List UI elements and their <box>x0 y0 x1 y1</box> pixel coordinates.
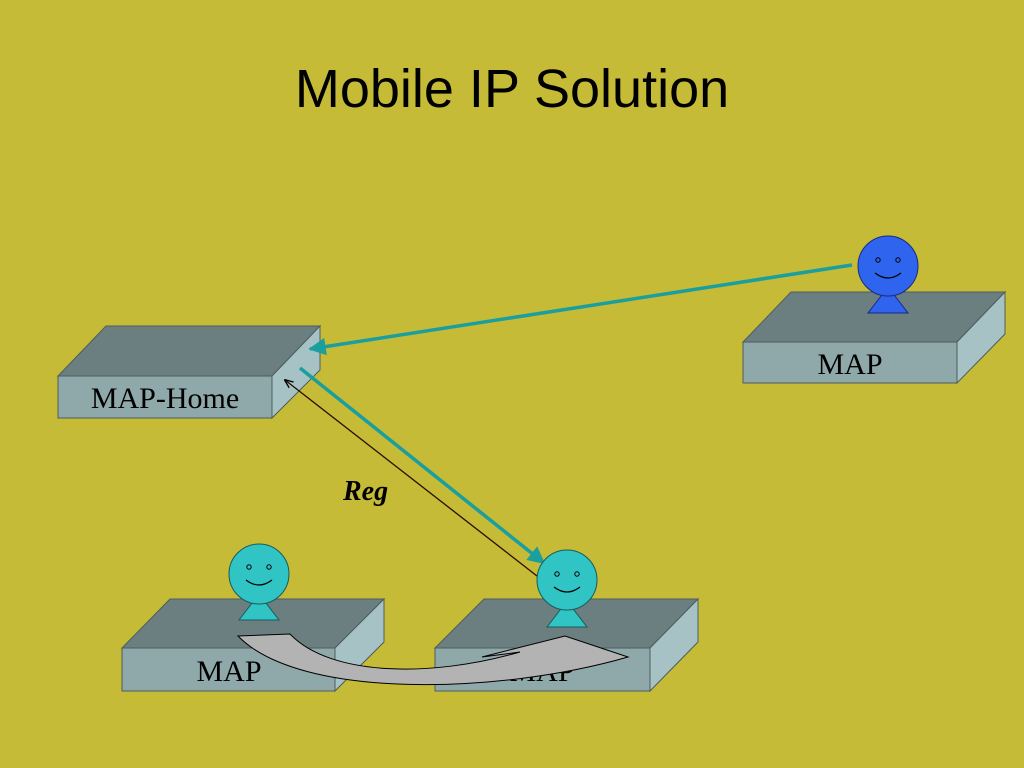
teal-arrow-remote-to-home <box>308 263 853 356</box>
map-bottom-left-label: MAP <box>196 655 261 688</box>
bottom-left-user-body <box>237 593 281 621</box>
map-home-box-front <box>57 375 273 419</box>
remote-user-icon <box>857 235 919 314</box>
remote-user-head <box>857 235 919 297</box>
slide-title: Mobile IP Solution <box>294 59 730 119</box>
bottom-left-user-head <box>228 543 290 605</box>
map-remote-box: MAP <box>741 290 1007 385</box>
bottom-right-user-icon <box>536 549 598 628</box>
reg-label: Reg <box>342 476 388 507</box>
map-bottom-left-box: MAP <box>120 597 386 693</box>
remote-user-body <box>866 286 910 314</box>
bottom-right-user-head <box>536 549 598 611</box>
bottom-left-user-icon <box>228 543 290 621</box>
movement-arrow <box>236 633 630 686</box>
teal-arrow-home-to-user <box>298 366 546 565</box>
reg-arrow <box>285 380 538 577</box>
map-remote-box-front <box>742 341 958 384</box>
bottom-right-user-body <box>545 600 589 628</box>
map-remote-label: MAP <box>817 348 882 381</box>
map-home-label: MAP-Home <box>91 382 239 415</box>
map-home-box: MAP-Home <box>56 324 322 420</box>
